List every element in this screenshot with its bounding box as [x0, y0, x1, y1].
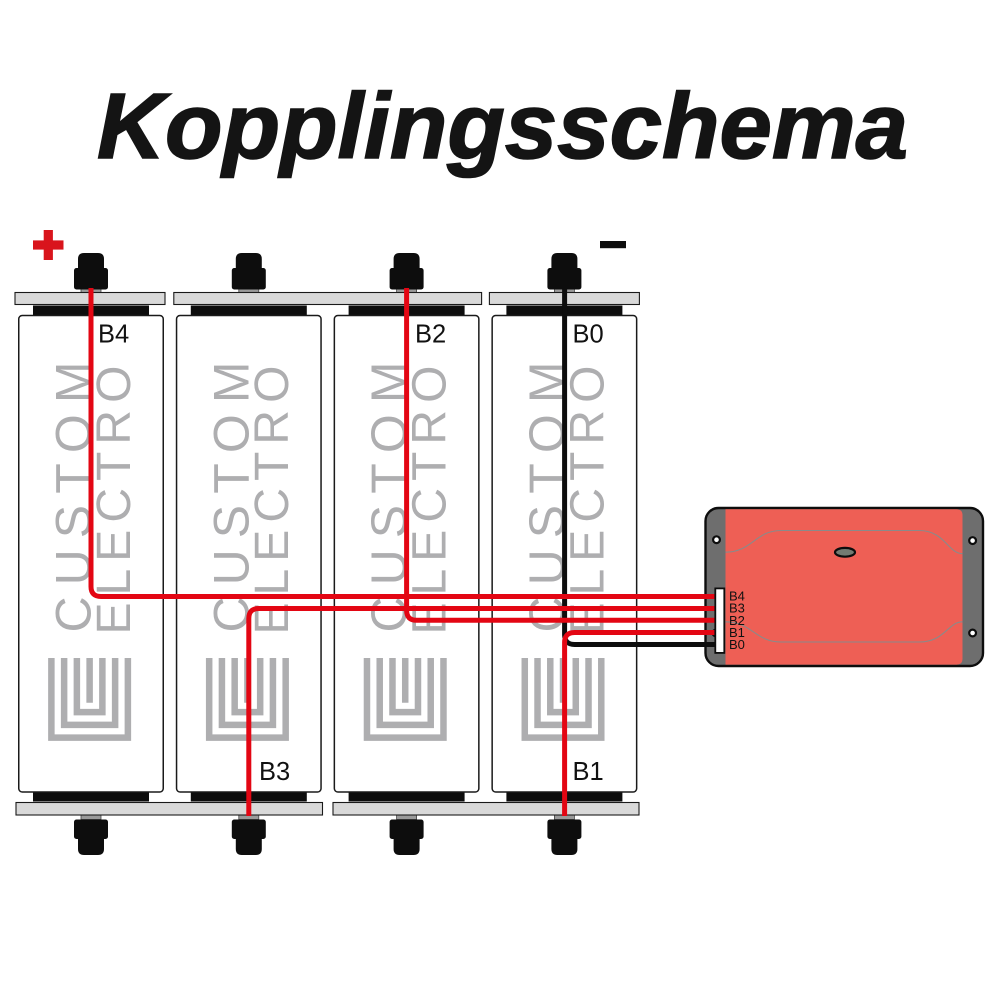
svg-text:B0: B0	[573, 321, 604, 349]
svg-text:B0: B0	[729, 637, 745, 652]
svg-text:B2: B2	[415, 321, 446, 349]
svg-text:B1: B1	[729, 625, 745, 640]
svg-text:Kopplingsschema: Kopplingsschema	[97, 74, 908, 178]
svg-text:B2: B2	[729, 613, 745, 628]
svg-text:B3: B3	[729, 601, 745, 616]
svg-text:B4: B4	[98, 321, 129, 349]
svg-text:B4: B4	[729, 589, 745, 604]
svg-text:B3: B3	[259, 758, 290, 786]
svg-text:B1: B1	[573, 758, 604, 786]
